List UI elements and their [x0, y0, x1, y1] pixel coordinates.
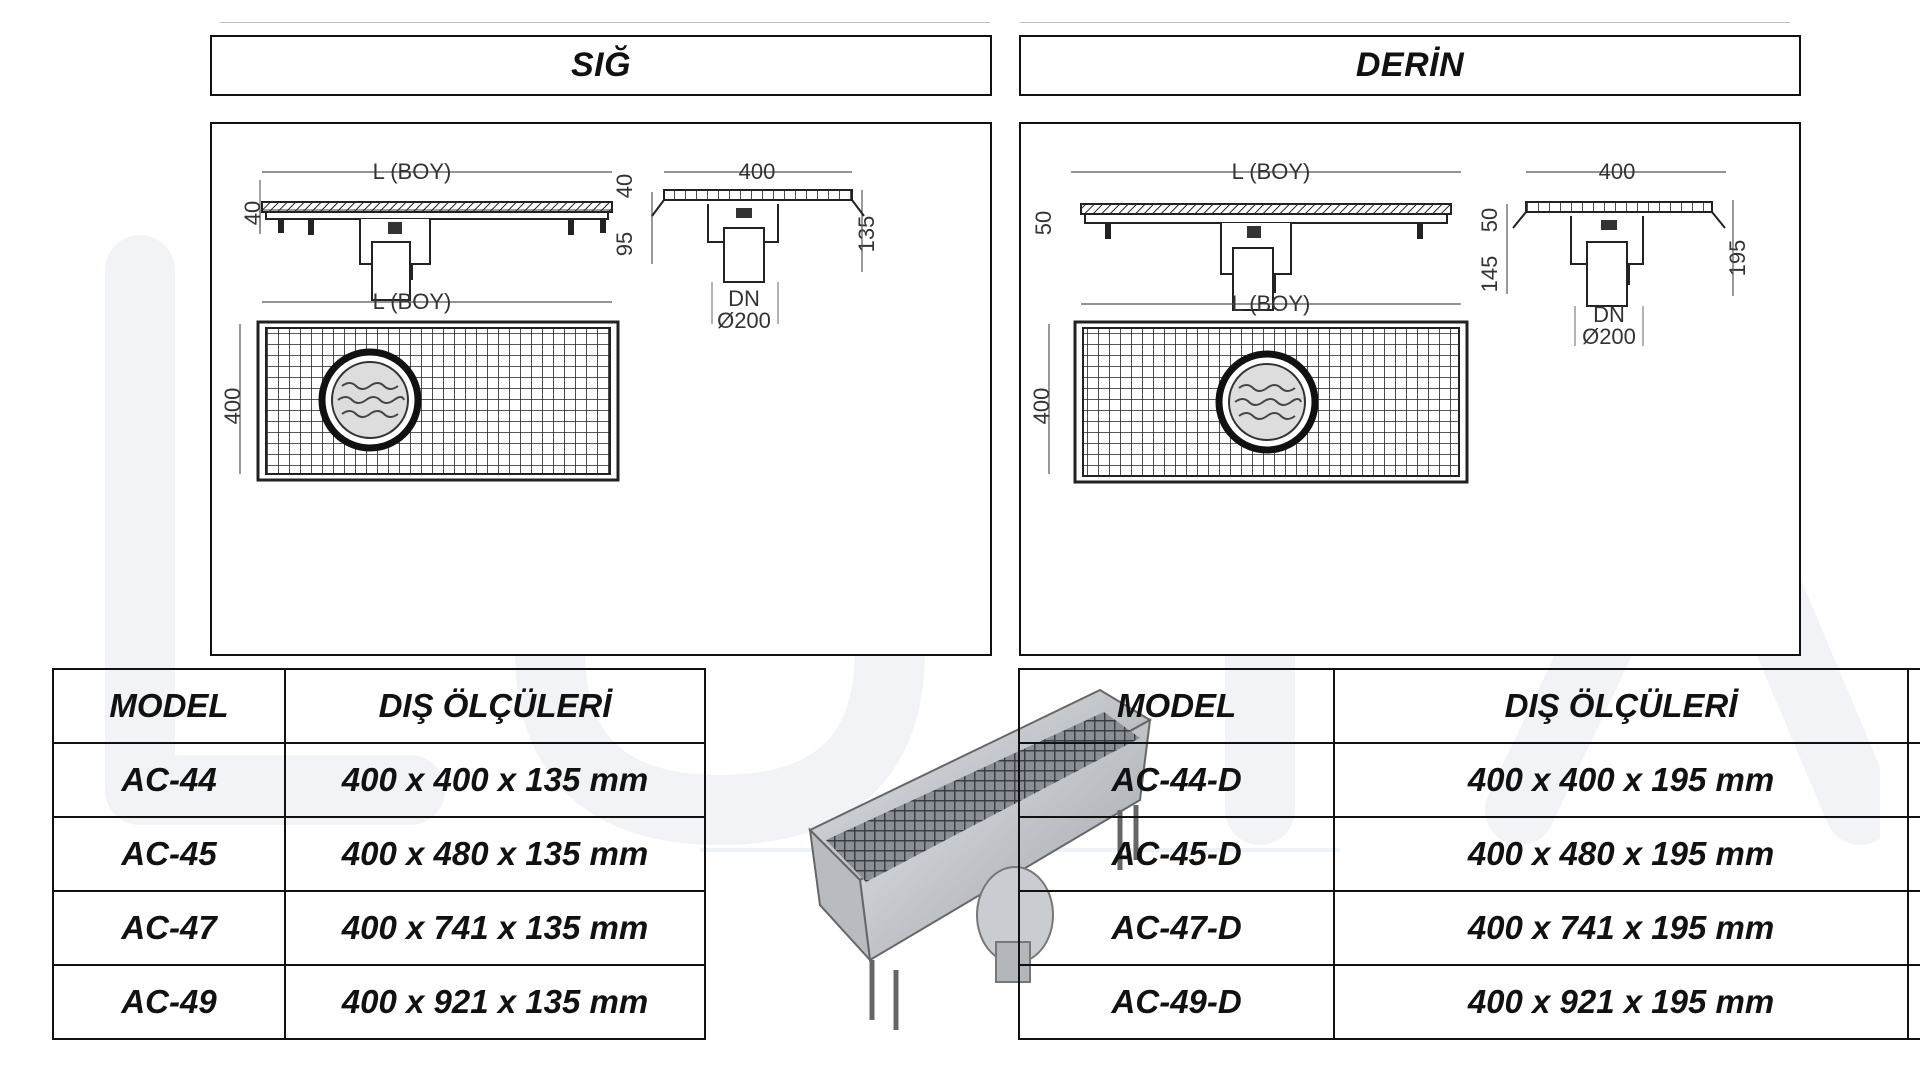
spec-table-shallow: MODEL DIŞ ÖLÇÜLERİ AC-44 400 x 400 x 135… — [52, 668, 706, 1040]
table-row: AC-49-D 400 x 921 x 195 mm — [1017, 964, 1920, 1040]
dim-side-body-shallow: 95 — [612, 232, 637, 256]
top-rule-right — [1020, 22, 1790, 23]
top-rule-left — [220, 22, 990, 23]
table-row: AC-45 400 x 480 x 135 mm — [52, 816, 706, 892]
dim-top-height-deep: 50 — [1031, 211, 1056, 235]
model-cell: AC-44-D — [1017, 742, 1336, 818]
drawing-panel-shallow: 40 L (BOY) 400 40 95 135 — [210, 122, 992, 656]
dim-plan-length-deep: L (BOY) — [1232, 291, 1311, 316]
model-cell: AC-44 — [52, 742, 286, 818]
section-title-deep: DERİN — [1019, 35, 1801, 96]
model-cell: AC-45-D — [1017, 816, 1336, 892]
dim-top-length-deep: L (BOY) — [1232, 159, 1311, 184]
column-header-dimensions: DIŞ ÖLÇÜLERİ — [284, 668, 706, 744]
dim-side-top-deep: 50 — [1477, 208, 1502, 232]
section-title-deep-text: DERİN — [1355, 46, 1465, 84]
dim-side-total-shallow: 135 — [854, 216, 879, 253]
dimension-cell: 400 x 741 x 195 mm — [1333, 890, 1909, 966]
section-title-shallow: SIĞ — [210, 35, 992, 96]
technical-drawing-deep: 50 L (BOY) 400 50 145 195 DN — [1029, 159, 1750, 484]
model-cell: AC-47-D — [1017, 890, 1336, 966]
outlet-diameter-shallow: Ø200 — [717, 308, 771, 333]
drawing-panel-deep: 50 L (BOY) 400 50 145 195 DN — [1019, 122, 1801, 656]
dimension-cell: 400 x 400 x 135 mm — [284, 742, 706, 818]
dimension-cell: 400 x 921 x 135 mm — [284, 964, 706, 1040]
model-cell: AC-45 — [52, 816, 286, 892]
table-edge-cell — [1906, 668, 1920, 744]
table-row: AC-44 400 x 400 x 135 mm — [52, 742, 706, 818]
outlet-label-deep: DN — [1593, 302, 1625, 327]
dim-side-total-deep: 195 — [1725, 240, 1750, 277]
dimension-cell: 400 x 400 x 195 mm — [1333, 742, 1909, 818]
dimension-cell: 400 x 480 x 135 mm — [284, 816, 706, 892]
table-edge-cell — [1906, 890, 1920, 966]
dim-top-height-shallow: 40 — [240, 201, 265, 225]
spec-table-deep: MODEL DIŞ ÖLÇÜLERİ AC-44-D 400 x 400 x 1… — [1017, 668, 1920, 1040]
dim-plan-width-shallow: 400 — [220, 388, 245, 425]
dim-top-length-shallow: L (BOY) — [373, 159, 452, 184]
dim-plan-length-shallow: L (BOY) — [373, 289, 452, 314]
dim-side-body-deep: 145 — [1477, 256, 1502, 293]
table-edge-cell — [1906, 816, 1920, 892]
table-edge-cell — [1906, 742, 1920, 818]
dimension-cell: 400 x 480 x 195 mm — [1333, 816, 1909, 892]
table-row: AC-45-D 400 x 480 x 195 mm — [1017, 816, 1920, 892]
table-header-row: MODEL DIŞ ÖLÇÜLERİ — [1017, 668, 1920, 744]
model-cell: AC-49 — [52, 964, 286, 1040]
dim-side-top-shallow: 40 — [612, 174, 637, 198]
dim-side-width-deep: 400 — [1599, 159, 1636, 184]
model-cell: AC-47 — [52, 890, 286, 966]
dim-plan-width-deep: 400 — [1029, 388, 1054, 425]
outlet-diameter-deep: Ø200 — [1582, 324, 1636, 349]
table-row: AC-47 400 x 741 x 135 mm — [52, 890, 706, 966]
table-row: AC-47-D 400 x 741 x 195 mm — [1017, 890, 1920, 966]
column-header-model: MODEL — [1017, 668, 1336, 744]
outlet-label-shallow: DN — [728, 286, 760, 311]
dim-side-width-shallow: 400 — [739, 159, 776, 184]
column-header-dimensions: DIŞ ÖLÇÜLERİ — [1333, 668, 1909, 744]
column-header-model: MODEL — [52, 668, 286, 744]
dimension-cell: 400 x 741 x 135 mm — [284, 890, 706, 966]
model-cell: AC-49-D — [1017, 964, 1336, 1040]
table-edge-cell — [1906, 964, 1920, 1040]
table-header-row: MODEL DIŞ ÖLÇÜLERİ — [52, 668, 706, 744]
section-title-shallow-text: SIĞ — [570, 46, 632, 84]
dimension-cell: 400 x 921 x 195 mm — [1333, 964, 1909, 1040]
technical-drawing-shallow: 40 L (BOY) 400 40 95 135 — [220, 159, 879, 482]
table-row: AC-49 400 x 921 x 135 mm — [52, 964, 706, 1040]
table-row: AC-44-D 400 x 400 x 195 mm — [1017, 742, 1920, 818]
